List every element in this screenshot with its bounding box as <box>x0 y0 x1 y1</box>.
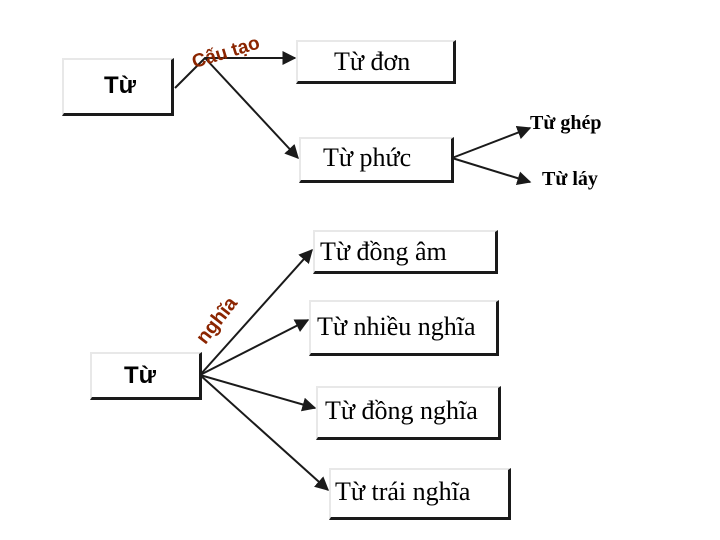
edge-phuc-to-lay <box>451 157 532 185</box>
edge-to-dong-am <box>199 248 313 376</box>
edge-branch-to-phuc <box>204 57 299 160</box>
root-node-tu-bottom: Từ <box>90 352 202 400</box>
edge-to-dong-nghia <box>199 374 317 412</box>
node-tu-trai-nghia: Từ trái nghĩa <box>329 468 511 520</box>
root-label: Từ <box>124 362 157 389</box>
node-tu-nhieu-nghia: Từ nhiều nghĩa <box>309 300 499 356</box>
node-tu-dong-nghia: Từ đồng nghĩa <box>316 386 501 440</box>
root-label: Từ <box>104 72 137 99</box>
root-node-tu-top: Từ <box>62 58 174 116</box>
node-tu-phuc: Từ phức <box>299 137 454 183</box>
node-tu-lay: Từ láy <box>542 168 598 190</box>
edge-to-nhieu-nghia <box>199 319 310 376</box>
edge-to-trai-nghia <box>199 374 330 491</box>
node-tu-dong-am: Từ đồng âm <box>313 230 498 274</box>
edge-phuc-to-ghep <box>451 125 532 159</box>
node-tu-don: Từ đơn <box>296 40 456 84</box>
node-tu-ghep: Từ ghép <box>530 112 602 134</box>
